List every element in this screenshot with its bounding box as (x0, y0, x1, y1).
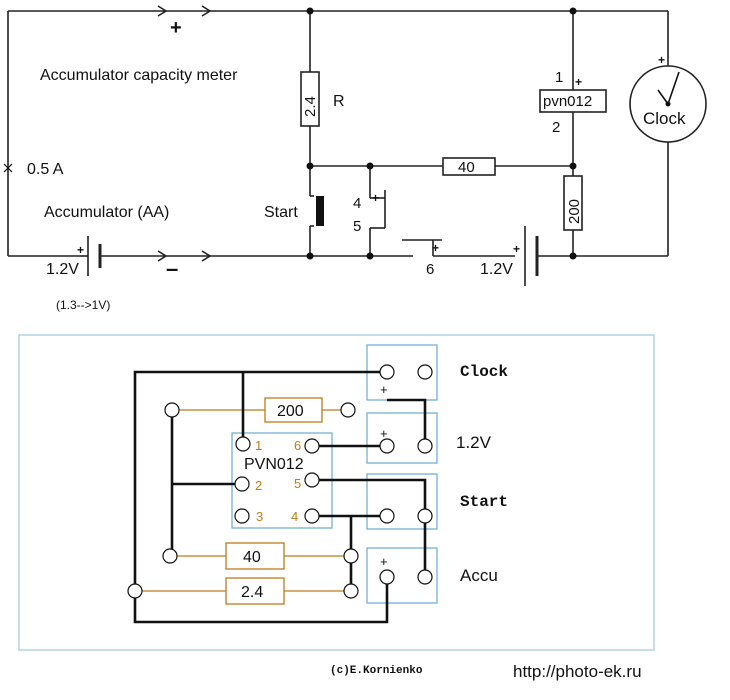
board-pads (127, 364, 433, 599)
pvn-pin1-plus: + (575, 75, 582, 89)
schematic-title: Accumulator capacity meter (40, 67, 238, 84)
chip-pin3: 3 (256, 509, 263, 524)
board-r200-value: 200 (277, 403, 304, 420)
battery1-voltage: 1.2V (46, 261, 79, 278)
relay-pin4-plus: + (372, 191, 379, 205)
terminal-blocks (366, 344, 438, 604)
terminal-label-clock: Clock (460, 363, 508, 381)
chip-pin5: 5 (294, 476, 301, 491)
pvn-pin2: 2 (552, 119, 560, 136)
pvn-relay-label: pvn012 (543, 93, 592, 110)
site-url: http://photo-ek.ru (513, 662, 642, 681)
terminal-label-accu: Accu (460, 566, 498, 585)
chip-pin2: 2 (255, 478, 262, 493)
relay-pin6-plus: + (432, 241, 439, 255)
board-wires (133, 370, 427, 624)
copyright-text: (c)E.Kornienko (330, 665, 423, 677)
battery2-voltage: 1.2V (480, 261, 513, 278)
board-frame (18, 334, 655, 651)
terminal-label-voltage: 1.2V (456, 433, 492, 452)
accumulator-label: Accumulator (AA) (44, 204, 169, 221)
top-plus-sign: + (170, 17, 182, 39)
battery1-plus: + (77, 243, 84, 257)
r40-value: 40 (458, 159, 475, 176)
junction-dots (306, 7, 671, 260)
chip-pin6: 6 (294, 438, 301, 453)
r200-value: 200 (566, 199, 583, 224)
terminal-label-start: Start (460, 493, 508, 511)
clock-terminal-plus: + (380, 382, 388, 397)
current-label: 0.5 A (27, 161, 64, 178)
r-label: R (333, 93, 345, 110)
relay-pin6: 6 (426, 261, 434, 278)
chip-pin4: 4 (291, 509, 298, 524)
bottom-minus-sign: – (166, 256, 178, 281)
pvn-pin1: 1 (555, 69, 563, 86)
relay-pin5: 5 (353, 218, 361, 235)
board-r40-value: 40 (243, 549, 261, 566)
chip-label: PVN012 (244, 456, 304, 473)
resistor-boxes (225, 397, 323, 605)
schematic (7, 5, 707, 286)
accu-terminal-plus: + (380, 554, 388, 569)
battery-terminal-plus: + (380, 426, 388, 441)
battery2-plus: + (513, 242, 520, 256)
clock-plus: + (658, 53, 665, 67)
r24-value: 2.4 (302, 96, 319, 117)
clock-label: Clock (643, 109, 686, 128)
start-label: Start (264, 204, 298, 221)
battery-range: (1.3-->1V) (56, 298, 110, 312)
relay-pin4: 4 (353, 195, 361, 212)
board-r24-value: 2.4 (241, 584, 263, 601)
current-marker (3, 163, 13, 173)
chip-pin1: 1 (255, 438, 262, 453)
